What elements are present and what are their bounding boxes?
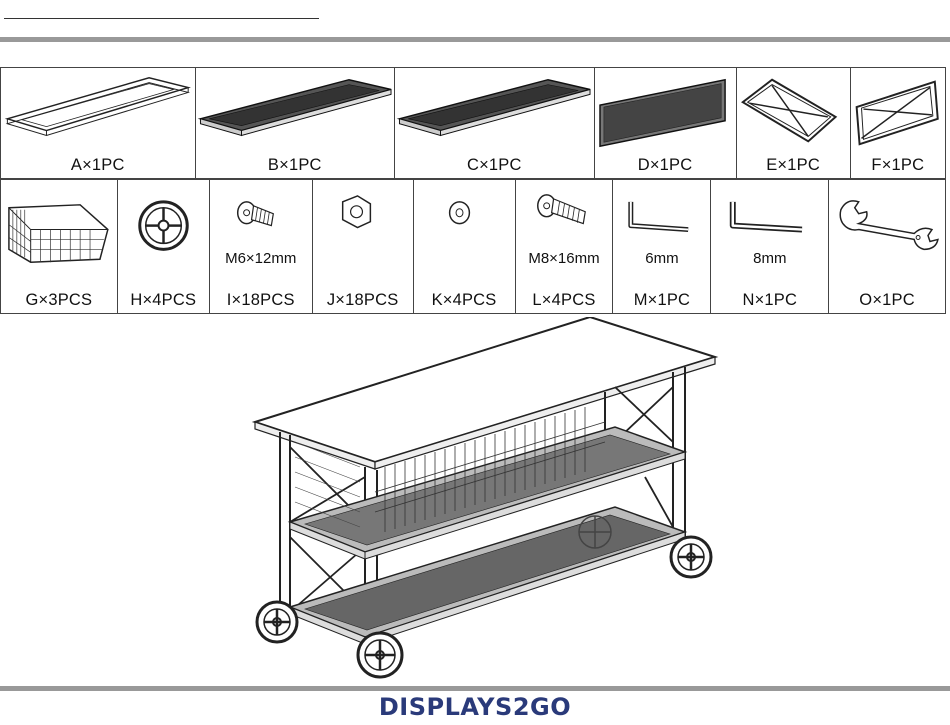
part-spec-i: M6×12mm (210, 250, 312, 267)
header-bar (0, 37, 950, 42)
part-cell-j: J×18PCS (312, 180, 413, 314)
footer-bar (0, 686, 950, 691)
part-spec-l: M8×16mm (516, 250, 613, 267)
assembled-cart-illustration (245, 317, 720, 682)
allen-key-icon (613, 180, 710, 289)
part-cell-a: A×1PC (1, 68, 196, 179)
part-label-k: K×4PCS (414, 291, 515, 310)
part-cell-k: K×4PCS (413, 180, 515, 314)
part-label-f: F×1PC (851, 156, 945, 175)
parts-table-row2: G×3PCS H×4PCS M6×12mm I×1 (0, 179, 946, 314)
part-label-d: D×1PC (595, 156, 736, 175)
part-label-a: A×1PC (1, 156, 195, 175)
part-label-l: L×4PCS (516, 291, 613, 310)
shelf-c-icon (395, 68, 594, 154)
shelf-b-icon (196, 68, 395, 154)
part-cell-o: O×1PC (829, 180, 946, 314)
part-cell-g: G×3PCS (1, 180, 118, 314)
wheel-icon (118, 180, 209, 289)
part-label-e: E×1PC (737, 156, 850, 175)
part-cell-l: M8×16mm L×4PCS (515, 180, 613, 314)
part-spec-n: 8mm (711, 250, 828, 267)
part-label-m: M×1PC (613, 291, 710, 310)
allen-key-icon (711, 180, 828, 289)
bolt-icon (210, 180, 312, 289)
part-cell-b: B×1PC (195, 68, 395, 179)
header-rule (4, 18, 319, 19)
part-label-o: O×1PC (829, 291, 945, 310)
frame-a-icon (1, 68, 195, 154)
brand-logo: DISPLAYS2GO (0, 693, 950, 721)
part-cell-n: 8mm N×1PC (711, 180, 829, 314)
part-cell-d: D×1PC (594, 68, 736, 179)
side-frame-f-icon (851, 68, 945, 154)
washer-icon (414, 180, 515, 289)
bolt-icon (516, 180, 613, 289)
wrench-icon (829, 180, 945, 289)
nut-icon (313, 180, 413, 289)
wire-basket-icon (1, 180, 117, 289)
side-frame-e-icon (737, 68, 850, 154)
mesh-panel-d-icon (595, 68, 736, 154)
part-label-i: I×18PCS (210, 291, 312, 310)
part-cell-f: F×1PC (850, 68, 945, 179)
part-cell-e: E×1PC (736, 68, 850, 179)
part-cell-c: C×1PC (395, 68, 595, 179)
part-cell-h: H×4PCS (117, 180, 209, 314)
part-label-c: C×1PC (395, 156, 594, 175)
part-label-j: J×18PCS (313, 291, 413, 310)
part-label-b: B×1PC (196, 156, 395, 175)
part-label-h: H×4PCS (118, 291, 209, 310)
part-label-g: G×3PCS (1, 291, 117, 310)
part-cell-i: M6×12mm I×18PCS (209, 180, 312, 314)
part-label-n: N×1PC (711, 291, 828, 310)
part-spec-m: 6mm (613, 250, 710, 267)
part-cell-m: 6mm M×1PC (613, 180, 711, 314)
parts-table-row1: A×1PC B×1PC C×1PC (0, 67, 946, 179)
wheel-front-left (358, 633, 402, 677)
